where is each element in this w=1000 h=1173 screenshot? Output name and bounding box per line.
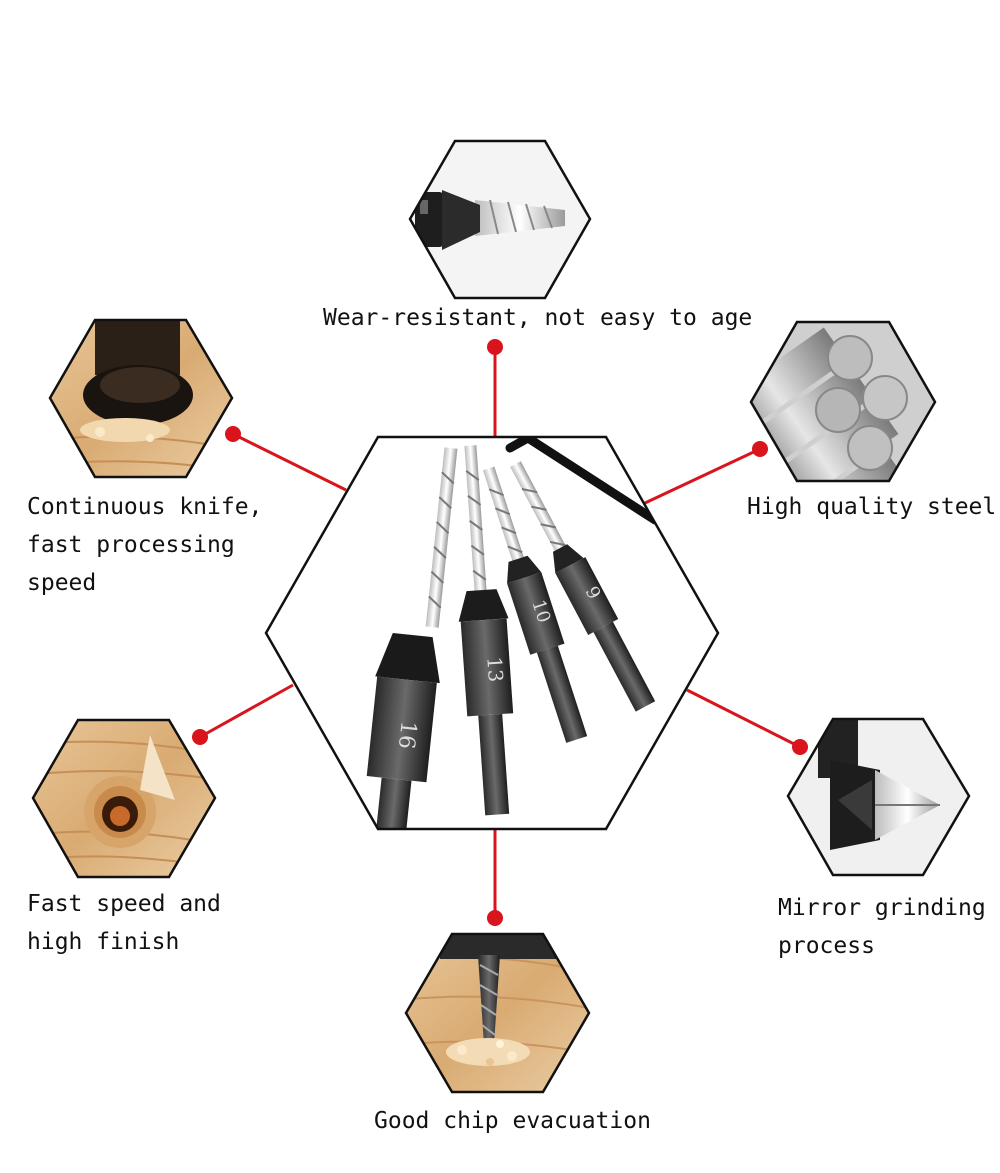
caption-line: Continuous knife, — [27, 494, 263, 520]
connector-lines — [199, 347, 801, 918]
drill-bit-closeup-icon — [410, 141, 590, 298]
connector-dots — [192, 339, 808, 926]
connector-finish — [199, 683, 294, 739]
dot-chip — [487, 910, 503, 926]
center-hexagon: 9 10 13 — [264, 435, 720, 831]
caption-line: fast processing — [27, 532, 235, 558]
dot-finish — [192, 729, 208, 745]
dot-knife — [225, 426, 241, 442]
caption-finish: Fast speed and high finish — [27, 885, 221, 961]
caption-knife: Continuous knife, fast processing speed — [27, 488, 262, 602]
feature-hexagon-wear — [408, 139, 592, 300]
feature-hexagon-finish — [31, 718, 217, 879]
caption-steel: High quality steel — [747, 488, 996, 526]
caption-mirror: Mirror grinding process — [778, 889, 986, 965]
connector-steel — [644, 447, 761, 505]
caption-line: High quality steel — [747, 494, 997, 520]
dot-mirror — [792, 739, 808, 755]
caption-line: speed — [27, 570, 97, 596]
countersink-tip-icon — [788, 719, 969, 875]
caption-wear: Wear-resistant, not easy to age — [323, 299, 752, 337]
connector-mirror — [686, 688, 801, 749]
countersink-drill-set-icon: 9 10 13 — [366, 437, 660, 829]
feature-hexagon-chip — [404, 932, 591, 1094]
caption-line: Good chip evacuation — [374, 1108, 651, 1134]
dot-wear — [487, 339, 503, 355]
feature-hexagon-steel — [749, 320, 937, 483]
connector-knife — [232, 432, 347, 492]
caption-line: Mirror grinding — [778, 895, 986, 921]
caption-line: Wear-resistant, not easy to age — [323, 305, 753, 331]
caption-line: process — [778, 933, 875, 959]
wood-hole-icon — [33, 720, 215, 877]
size-mark-13: 13 — [482, 656, 508, 683]
caption-line: Fast speed and — [27, 891, 221, 917]
feature-hexagon-mirror — [786, 717, 971, 877]
dot-steel — [752, 441, 768, 457]
size-mark-16: 16 — [393, 720, 421, 750]
countersink-in-wood-icon — [50, 320, 232, 477]
drill-in-wood-icon — [406, 934, 589, 1092]
caption-chip: Good chip evacuation — [374, 1102, 651, 1140]
caption-line: high finish — [27, 929, 180, 955]
feature-hexagon-knife — [48, 318, 234, 479]
